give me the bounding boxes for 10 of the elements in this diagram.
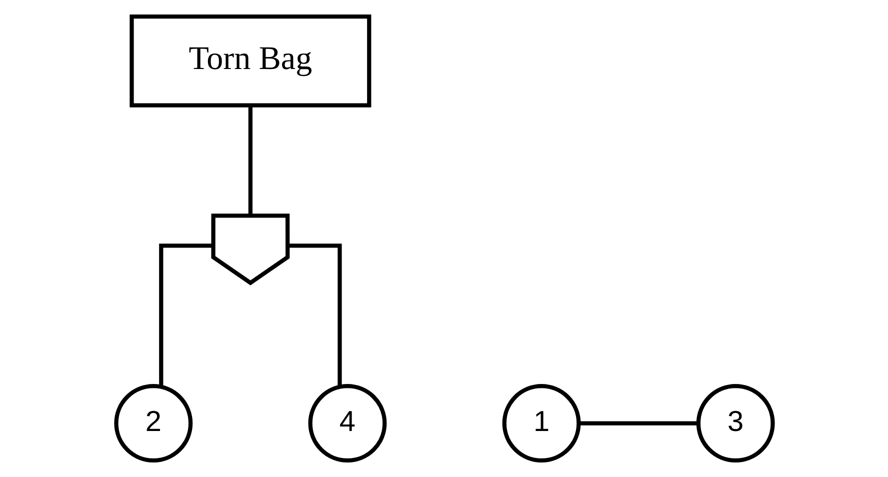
- node-gate: [210, 214, 290, 286]
- node-circle: 2: [114, 384, 192, 462]
- connector: [578, 421, 698, 426]
- connector: [248, 106, 252, 216]
- connector: [287, 244, 342, 386]
- node-box: Torn Bag: [129, 14, 371, 108]
- node-circle: 3: [696, 384, 774, 462]
- connector: [158, 244, 213, 386]
- node-circle: 4: [308, 384, 386, 462]
- node-circle: 1: [502, 384, 580, 462]
